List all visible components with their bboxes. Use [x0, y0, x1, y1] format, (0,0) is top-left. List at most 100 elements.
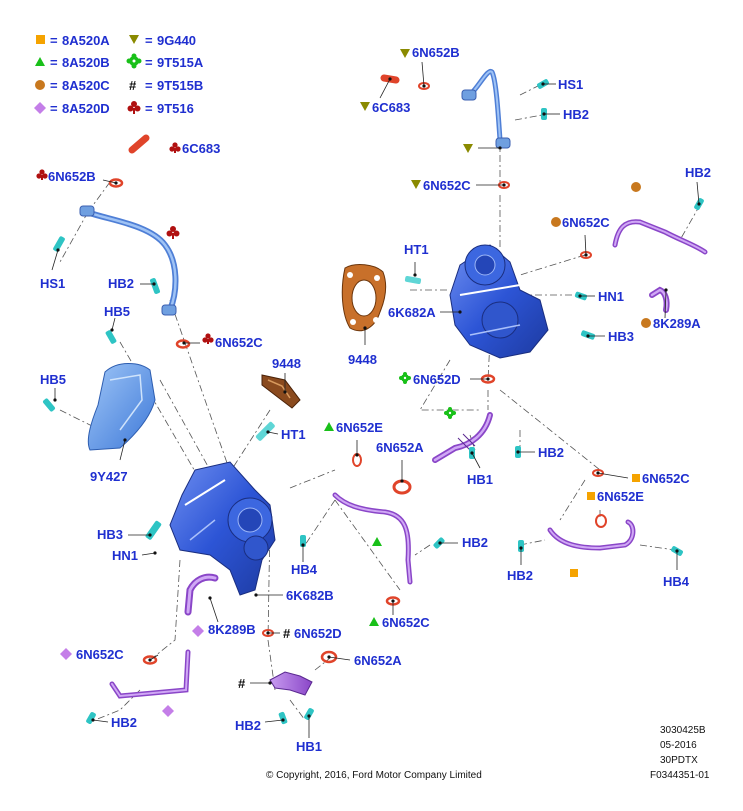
- bolt-hb3-left: [145, 520, 162, 540]
- label-6c683: 6C683: [182, 141, 220, 156]
- seal-6n652a-bottom: [320, 650, 338, 664]
- label-6n652b: 6N652B: [412, 45, 460, 60]
- legend-sign: =: [145, 55, 153, 70]
- label-8k289b: 8K289B: [208, 622, 256, 637]
- label-hb2: HB2: [111, 715, 137, 730]
- hash-icon: #: [238, 676, 246, 691]
- gasket-9448-right: [341, 264, 387, 332]
- hash-icon: #: [283, 626, 291, 641]
- heat-shield-9y427: [43, 330, 156, 451]
- figure-ref: F0344351-01: [650, 770, 710, 781]
- label-hb2: HB2: [507, 568, 533, 583]
- legend-code: 8A520D: [62, 101, 110, 116]
- hash-icon: #: [129, 78, 137, 93]
- copyright: © Copyright, 2016, Ford Motor Company Li…: [266, 770, 482, 781]
- label-9448: 9448: [348, 352, 377, 367]
- legend-sign: =: [145, 101, 153, 116]
- label-hb2: HB2: [108, 276, 134, 291]
- figure-model: 30PDTX: [660, 755, 698, 766]
- rosette-icon: [444, 407, 456, 419]
- legend-item-8a520d: = 8A520D: [34, 101, 110, 116]
- turbocharger-6k682b: [145, 421, 276, 596]
- legend-code: 8A520C: [62, 78, 110, 93]
- seal-6n652b-left: [108, 178, 124, 188]
- label-6n652c: 6N652C: [642, 471, 690, 486]
- label-hb3: HB3: [608, 329, 634, 344]
- footer: 3030425B 05-2016 30PDTX F0344351-01 © Co…: [266, 725, 710, 781]
- label-ht1: HT1: [404, 242, 429, 257]
- label-6n652c: 6N652C: [382, 615, 430, 630]
- label-9y427: 9Y427: [90, 469, 128, 484]
- label-6n652e: 6N652E: [336, 420, 383, 435]
- legend-sign: =: [145, 78, 153, 93]
- right-middle-pipe: [432, 407, 521, 463]
- leader-lines: [51, 61, 701, 738]
- legend-sign: =: [50, 55, 58, 70]
- club-icon: [36, 169, 48, 180]
- legend-item-9t515a: = 9T515A: [126, 53, 204, 70]
- label-hb2: HB2: [685, 165, 711, 180]
- label-hn1: HN1: [112, 548, 138, 563]
- legend-sign: =: [145, 33, 153, 48]
- club-icon: [166, 226, 180, 239]
- diamond-icon: [192, 625, 204, 637]
- legend-item-8a520a: = 8A520A: [36, 33, 110, 48]
- diamond-icon: [34, 102, 46, 114]
- club-icon: [127, 101, 141, 114]
- bottom-fitting: [60, 625, 338, 725]
- bolt-hb2-lowerleft: [86, 712, 96, 724]
- legend-sign: =: [50, 33, 58, 48]
- figure-date: 05-2016: [660, 740, 697, 751]
- label-hb2: HB2: [538, 445, 564, 460]
- label-6n652c: 6N652C: [76, 647, 124, 662]
- triangle-down-icon: [129, 35, 139, 44]
- label-hb5: HB5: [40, 372, 66, 387]
- callout-labels: 6C683 6N652B HS1 HB2 6N652C HB5 HB5 9Y42…: [36, 45, 711, 754]
- diamond-icon: [162, 705, 174, 717]
- legend-sign: =: [50, 78, 58, 93]
- label-6n652c: 6N652C: [562, 215, 610, 230]
- label-6k682a: 6K682A: [388, 305, 436, 320]
- label-hb2: HB2: [462, 535, 488, 550]
- circle-icon: [641, 318, 651, 328]
- seal-6n652c-lowerleft: [142, 655, 158, 665]
- figure-id: 3030425B: [660, 725, 706, 736]
- label-9448: 9448: [272, 356, 301, 371]
- legend-code: 9T515A: [157, 55, 204, 70]
- label-hn1: HN1: [598, 289, 624, 304]
- legend-sign: =: [50, 101, 58, 116]
- label-6n652d: 6N652D: [413, 372, 461, 387]
- legend-code: 9T516: [157, 101, 194, 116]
- label-hb1: HB1: [467, 472, 493, 487]
- triangle-icon: [35, 57, 45, 66]
- oil-feed-pipe-left: [53, 134, 191, 349]
- label-6n652c: 6N652C: [423, 178, 471, 193]
- label-hb1: HB1: [296, 739, 322, 754]
- square-icon: [587, 492, 595, 500]
- seal-6n652c-lowright: [592, 469, 604, 477]
- triangle-icon: [369, 617, 379, 626]
- banjo-bolt-6c683-left: [128, 134, 150, 154]
- seal-6n652e-lowright: [595, 514, 607, 528]
- label-hb2: HB2: [235, 718, 261, 733]
- bolt-hb5-upper: [105, 330, 117, 344]
- legend-item-9t515b: # = 9T515B: [129, 78, 203, 93]
- label-6n652d: 6N652D: [294, 626, 342, 641]
- label-hs1: HS1: [558, 77, 583, 92]
- label-6n652e: 6N652E: [597, 489, 644, 504]
- club-icon: [169, 142, 181, 153]
- triangle-down-icon: [360, 102, 370, 111]
- bolt-hb2-bottom: [278, 711, 288, 725]
- label-hb4: HB4: [663, 574, 690, 589]
- label-hb3: HB3: [97, 527, 123, 542]
- label-ht1: HT1: [281, 427, 306, 442]
- club-icon: [202, 333, 214, 344]
- label-6n652c: 6N652C: [215, 335, 263, 350]
- gasket-9448-left: [261, 374, 301, 409]
- sensor-ht1-right: [404, 275, 422, 285]
- bolt-hb2-lowright: [518, 540, 524, 552]
- oil-return-8k289a: [649, 286, 670, 313]
- label-hb5: HB5: [104, 304, 130, 319]
- triangle-icon: [324, 422, 334, 431]
